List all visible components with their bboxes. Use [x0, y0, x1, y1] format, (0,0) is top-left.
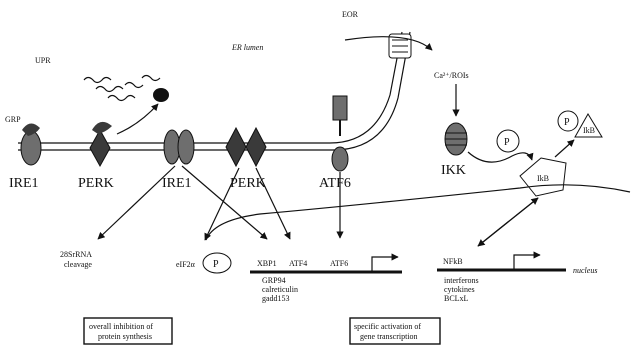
ikk-icon [444, 122, 468, 156]
grp-label: GRP [5, 115, 21, 124]
transcription-arrow-left [371, 253, 399, 272]
atf6-membrane-icon [331, 95, 349, 172]
ca-rois-label: Ca²⁺/ROIs [434, 71, 469, 80]
eif2a-label: eIF2α [176, 260, 196, 269]
rrna-label-line1: 28SrRNA [60, 250, 92, 259]
perk-grp-complex-icon [89, 121, 112, 168]
activation-box [349, 317, 441, 345]
ire1-label-a: IRE1 [9, 176, 39, 191]
atf6-membrane-label: ATF6 [319, 176, 351, 191]
rrna-label-line2: cleavage [64, 260, 92, 269]
eor-label: EOR [342, 10, 359, 19]
perk-dimer-icon [225, 126, 267, 168]
target-left-1: GRP94 [262, 276, 286, 285]
xbp1-label: XBP1 [257, 259, 277, 268]
box-right-line2: gene transcription [360, 332, 418, 341]
atf6-gene-label: ATF6 [330, 259, 348, 268]
nucleus-envelope [205, 184, 631, 241]
inhibition-box [83, 317, 173, 345]
box-left-line2: protein synthesis [98, 332, 152, 341]
p-ikb-label: P [564, 117, 570, 128]
upr-label: UPR [35, 56, 51, 65]
box-left-line1: overall inhibition of [89, 322, 153, 331]
target-left-2: calreticulin [262, 285, 298, 294]
p-ikk-label: P [504, 137, 510, 148]
eor-channel-icon [388, 33, 412, 59]
ikb-label-a: IkB [583, 126, 595, 135]
p-eif2a-label: P [213, 259, 219, 270]
box-right-line1: specific activation of [354, 322, 421, 331]
phospho-ikk-icon [496, 129, 520, 153]
ire1-grp-complex-icon [20, 123, 42, 166]
phospho-eif2a-icon [202, 252, 232, 274]
nfkb-label: NFkB [443, 257, 463, 266]
perk-label-a: PERK [78, 176, 114, 191]
ikb-released-icon [574, 113, 603, 138]
target-right-1: interferons [444, 276, 479, 285]
er-membrane [18, 31, 411, 151]
ikb-label-b: IkB [537, 174, 549, 183]
target-right-3: BCLxL [444, 294, 469, 303]
nucleus-label: nucleus [573, 266, 597, 275]
target-right-2: cytokines [444, 285, 475, 294]
phospho-ikb-icon [557, 110, 579, 132]
target-left-3: gadd153 [262, 294, 290, 303]
transcription-arrow-right [513, 251, 541, 270]
perk-label-b: PERK [230, 176, 266, 191]
atf4-label: ATF4 [289, 259, 307, 268]
ikk-label: IKK [441, 163, 466, 178]
bound-grp-icon [153, 88, 169, 102]
ire1-label-b: IRE1 [162, 176, 192, 191]
ire1-dimer-icon [163, 129, 195, 165]
unfolded-proteins-icon [83, 74, 161, 102]
er-lumen-label: ER lumen [231, 43, 263, 52]
